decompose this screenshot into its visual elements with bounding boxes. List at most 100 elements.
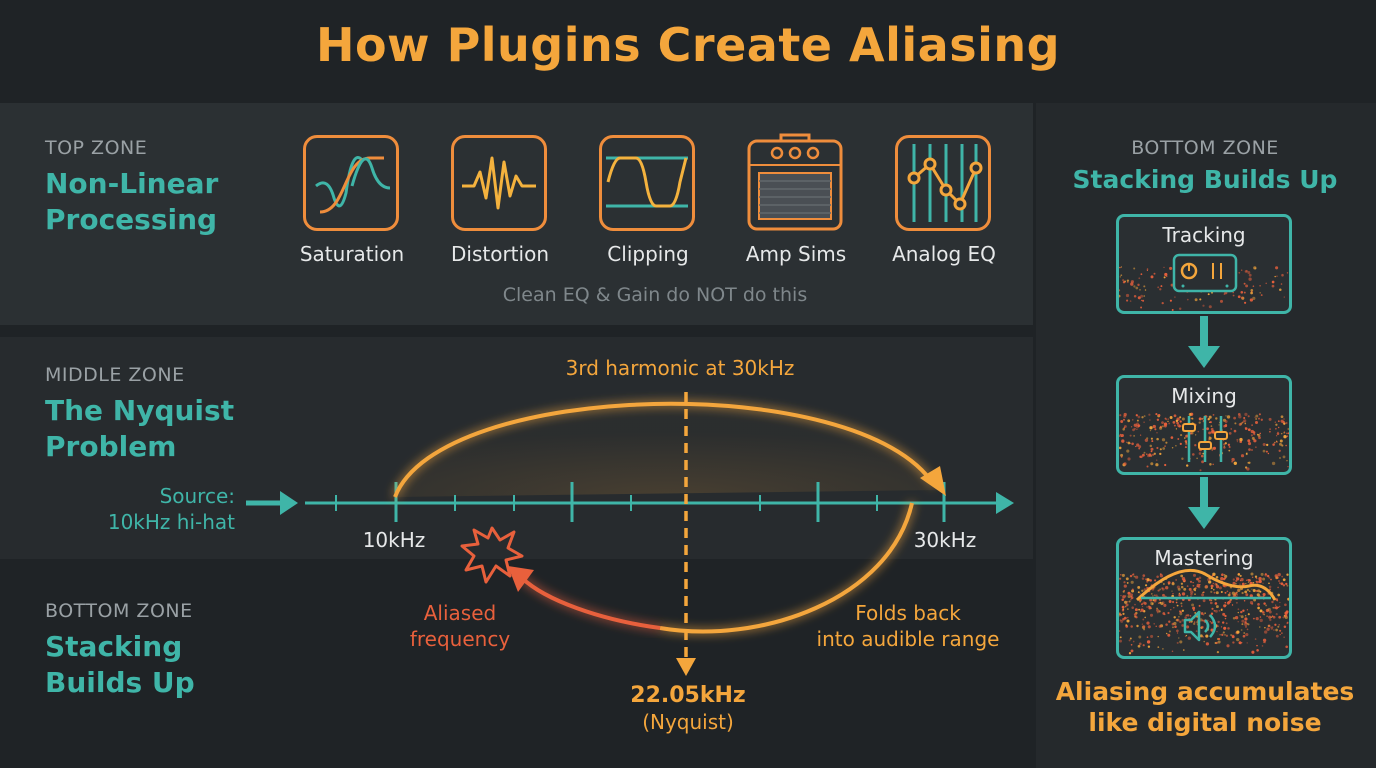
speaker-icon	[1183, 610, 1201, 642]
folds-label-line2: into audible range	[817, 627, 1000, 651]
noise-speck	[1212, 446, 1216, 450]
saturation-icon	[303, 135, 399, 231]
noise-speck	[1234, 592, 1237, 595]
noise-speck	[1168, 422, 1171, 425]
noise-speck	[1121, 439, 1125, 443]
noise-speck	[1218, 609, 1221, 612]
noise-speck	[1217, 620, 1220, 624]
noise-speck	[1119, 446, 1122, 450]
noise-speck	[1130, 599, 1132, 601]
noise-speck	[1146, 268, 1149, 270]
noise-speck	[1278, 580, 1280, 582]
noise-speck	[1197, 430, 1200, 433]
bottom-zone-label: BOTTOM ZONE	[45, 600, 193, 622]
noise-speck	[1171, 590, 1173, 592]
noise-speck	[1184, 635, 1187, 638]
aliasing-footer: Aliasing accumulates like digital noise	[1040, 676, 1370, 738]
noise-speck	[1215, 585, 1220, 589]
noise-speck	[1140, 306, 1143, 309]
noise-speck	[1226, 590, 1229, 593]
noise-speck	[1140, 603, 1143, 606]
noise-speck	[1167, 581, 1171, 585]
noise-speck	[1124, 600, 1128, 604]
noise-speck	[1234, 616, 1239, 620]
noise-speck	[1247, 415, 1250, 418]
noise-speck	[1120, 266, 1123, 268]
noise-speck	[1256, 649, 1259, 652]
noise-speck	[1139, 610, 1142, 613]
noise-speck	[1249, 594, 1253, 598]
noise-speck	[1175, 579, 1177, 581]
noise-speck	[1132, 573, 1135, 576]
noise-speck	[1155, 625, 1157, 627]
noise-speck	[1149, 579, 1152, 582]
noise-speck	[1165, 632, 1168, 635]
noise-speck	[1198, 452, 1202, 455]
noise-speck	[1279, 288, 1282, 291]
noise-speck	[1231, 591, 1236, 595]
noise-speck	[1218, 586, 1222, 590]
top-zone-title-line1: Non-Linear	[45, 167, 219, 200]
noise-speck	[1152, 599, 1155, 602]
noise-speck	[1145, 578, 1148, 581]
noise-speck	[1233, 461, 1237, 465]
noise-speck	[1204, 585, 1209, 589]
noise-speck	[1123, 427, 1126, 429]
noise-speck	[1262, 582, 1264, 584]
noise-speck	[1205, 642, 1210, 646]
noise-speck	[1146, 606, 1148, 608]
noise-speck	[1143, 421, 1145, 423]
noise-speck	[1143, 295, 1145, 297]
noise-speck	[1275, 266, 1279, 270]
noise-speck	[1209, 421, 1212, 424]
noise-speck	[1150, 447, 1154, 451]
noise-speck	[1135, 445, 1137, 448]
noise-speck	[1125, 606, 1127, 608]
noise-speck	[1278, 605, 1281, 608]
noise-speck	[1180, 585, 1184, 589]
noise-speck	[1176, 604, 1179, 607]
noise-speck	[1201, 593, 1205, 597]
noise-speck	[1190, 593, 1193, 596]
noise-speck	[1264, 641, 1267, 644]
middle-zone-title-line2: Problem	[45, 430, 177, 463]
noise-speck	[1283, 296, 1285, 298]
noise-speck	[1210, 425, 1213, 427]
noise-speck	[1154, 428, 1157, 431]
noise-speck	[1196, 577, 1199, 581]
noise-speck	[1222, 439, 1225, 442]
noise-speck	[1267, 574, 1270, 578]
noise-speck	[1243, 600, 1246, 602]
noise-speck	[1168, 583, 1170, 585]
noise-speck	[1181, 417, 1185, 421]
noise-speck	[1200, 612, 1204, 615]
noise-speck	[1195, 630, 1198, 633]
noise-speck	[1132, 419, 1134, 421]
noise-speck	[1258, 436, 1261, 440]
noise-speck	[1127, 594, 1131, 599]
noise-speck	[1149, 419, 1151, 421]
fader-icon	[1182, 416, 1228, 462]
noise-speck	[1176, 629, 1179, 633]
noise-speck	[1210, 427, 1214, 431]
nyquist-value: 22.05kHz	[630, 683, 745, 708]
noise-speck	[1210, 599, 1213, 602]
noise-speck	[1209, 621, 1211, 623]
noise-speck	[1141, 589, 1144, 592]
noise-speck	[1280, 419, 1284, 423]
noise-speck	[1119, 612, 1122, 616]
noise-speck	[1276, 432, 1280, 436]
noise-speck	[1127, 441, 1131, 445]
noise-speck	[1185, 442, 1188, 446]
noise-speck	[1255, 414, 1259, 418]
noise-speck	[1225, 415, 1227, 417]
noise-speck	[1282, 578, 1286, 582]
noise-speck	[1212, 414, 1215, 416]
noise-speck	[1279, 633, 1281, 636]
noise-speck	[1153, 594, 1156, 596]
noise-speck	[1237, 621, 1239, 623]
noise-speck	[1146, 269, 1148, 271]
noise-speck	[1178, 307, 1182, 311]
noise-speck	[1158, 602, 1160, 604]
noise-speck	[1143, 588, 1147, 591]
